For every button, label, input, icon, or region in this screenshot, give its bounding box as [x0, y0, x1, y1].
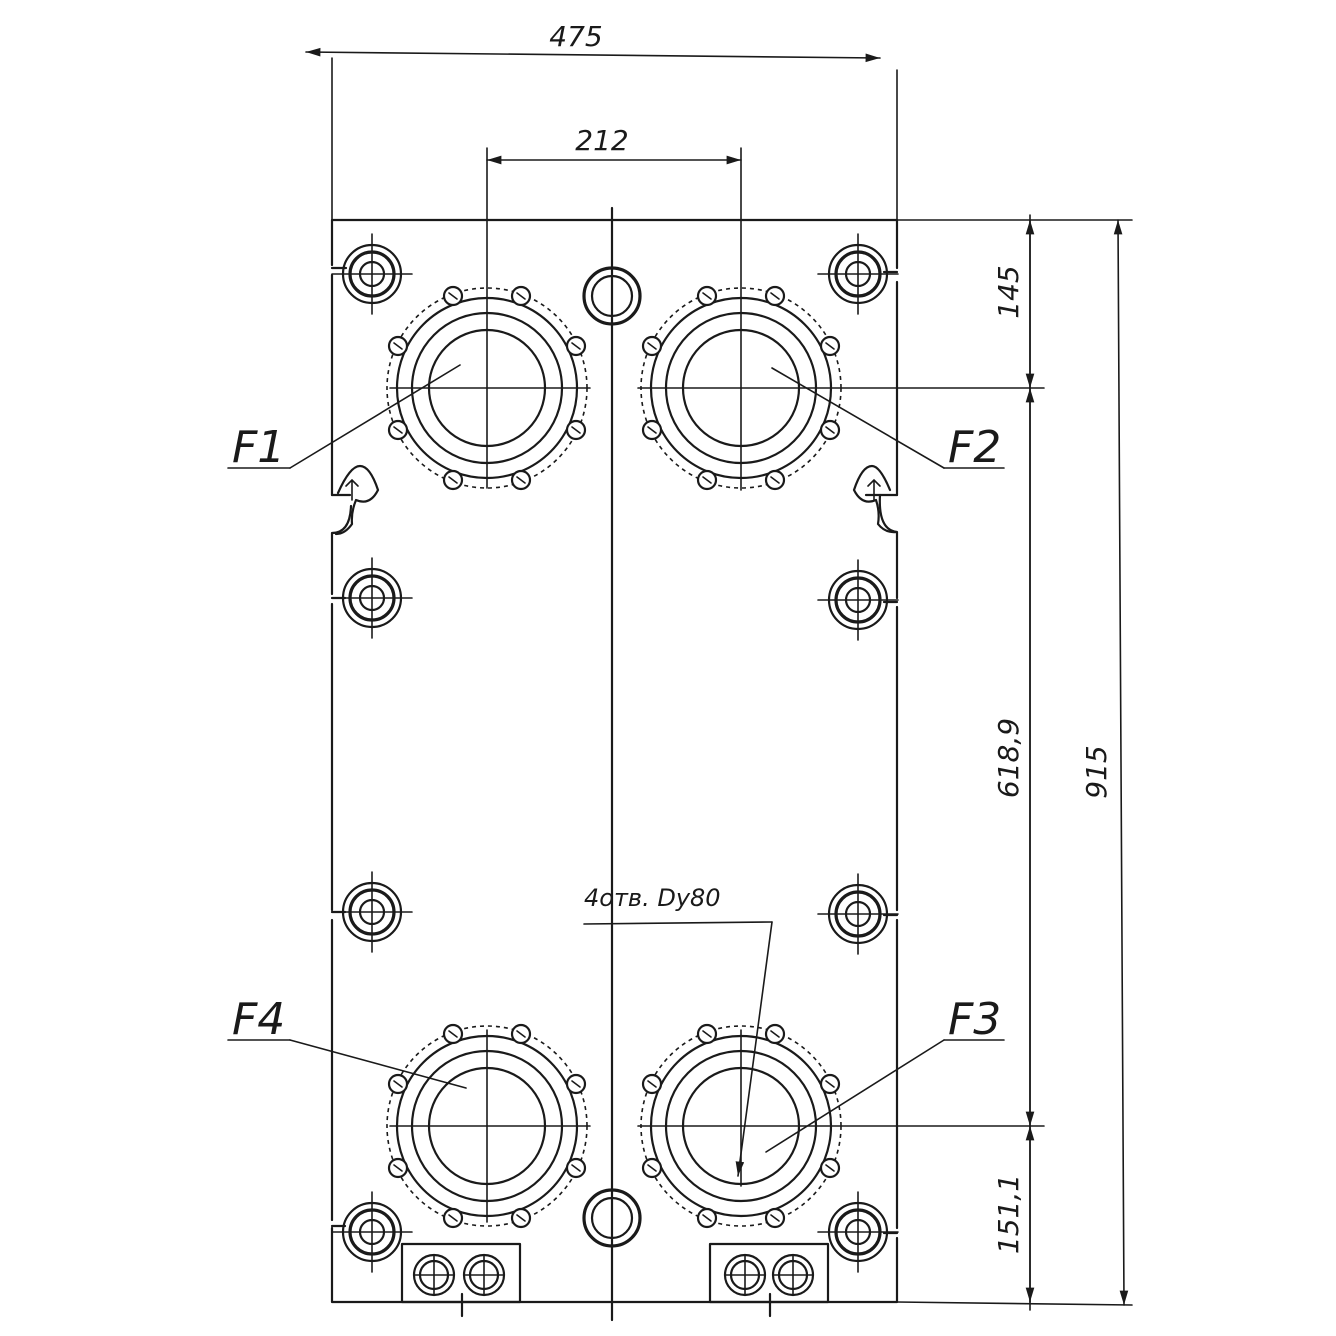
bolt-top-center: [582, 266, 642, 326]
left-hook: [334, 464, 380, 536]
dimension-port-spacing: 212: [486, 124, 742, 165]
label-f4-text: F4: [232, 994, 285, 1045]
bolt-bottom-center: [582, 1188, 642, 1248]
holes-note: 4отв. Dy80: [583, 884, 773, 1177]
bolt-top-left: [330, 232, 414, 316]
bolt-low-right: [816, 872, 900, 956]
guide-box-left: [400, 1242, 522, 1318]
label-f3-text: F3: [948, 994, 1001, 1045]
holes-note-text: 4отв. Dy80: [584, 884, 721, 912]
label-f2: F2: [771, 367, 1005, 473]
label-f3: F3: [765, 994, 1005, 1153]
dim-475-text: 475: [549, 20, 602, 53]
dim-915-text: 915: [1080, 745, 1113, 798]
dim-212-text: 212: [575, 124, 628, 157]
dimension-vertical-chain: 145 618,9 151,1 915: [896, 214, 1133, 1311]
frame-outline: [330, 218, 899, 1304]
right-hook: [852, 464, 898, 534]
dim-151-1-text: 151,1: [992, 1174, 1025, 1254]
bolt-bottom-left: [330, 1190, 414, 1274]
bolt-low-left: [330, 870, 414, 954]
bolt-top-right: [816, 232, 900, 316]
dimension-overall-width: 475: [305, 20, 898, 221]
label-f4: F4: [227, 994, 467, 1089]
label-f1-text: F1: [232, 422, 285, 473]
dim-145-text: 145: [992, 265, 1025, 318]
port-centerlines: [389, 147, 1045, 1223]
label-f2-text: F2: [948, 422, 1001, 473]
bolt-mid-left: [330, 556, 414, 640]
dim-618-9-text: 618,9: [992, 718, 1025, 798]
bolt-bottom-right: [816, 1190, 900, 1274]
guide-box-right: [708, 1242, 830, 1318]
bolt-mid-right: [816, 558, 900, 642]
label-f1: F1: [227, 364, 461, 473]
